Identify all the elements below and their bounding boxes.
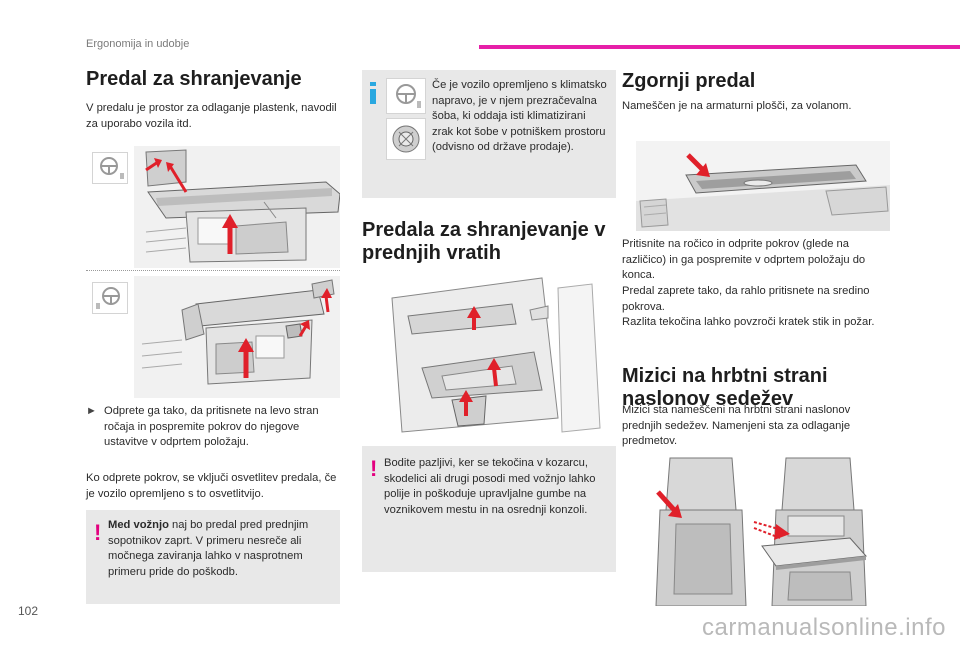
lhd-steering-badge [92,152,128,184]
warning-icon: ! [94,520,102,545]
warning-icon-2: ! [370,456,378,481]
air-vent-info-panel: Če je vozilo opremljeno s klimatsko napr… [362,70,616,198]
glovebox-open-illustration-1 [86,142,340,268]
upper-close-instructions: Predal zaprete tako, da rahlo pritisnete… [622,285,870,313]
rhd-steering-badge [92,282,128,314]
driving-warning-text: Med vožnjo naj bo predal pred prednjim s… [108,518,332,580]
door-pocket-illustration [362,268,616,434]
storage-compartment-title: Predal za shranjevanje [86,68,302,90]
driving-warning-bold: Med vožnjo [108,519,169,531]
page-number: 102 [18,604,39,618]
bullet-icon: ► [86,405,97,417]
driving-warning-rest: naj bo predal pred prednjim sopotnikov z… [108,519,309,578]
watermark: carmanualsonline.info [702,614,946,641]
figure-separator [86,270,340,271]
upper-compartment-illustration [636,141,890,231]
seatback-table-illustration [636,454,890,606]
seatback-tables-title: Mizici na hrbtni strani naslonov sedežev [622,365,828,410]
spill-short-circuit-note: Razlita tekočina lahko povzroči kratek s… [622,316,875,328]
spill-warning-text: Bodite pazljivi, ker se tekočina v kozar… [384,457,596,516]
upper-compartment-title: Zgornji predal [622,70,756,92]
seatback-tables-intro: Mizici sta nameščeni na hrbtni strani na… [622,404,851,447]
open-instructions: Odprete ga tako, da pritisnete na levo s… [104,405,319,448]
lighting-note: Ko odprete pokrov, se vključi osvetlitev… [86,472,337,500]
spill-warning-panel: ! Bodite pazljivi, ker se tekočina v koz… [362,446,616,572]
door-storage-title: Predala za shranjevanje v prednjih vrati… [362,219,606,264]
glovebox-open-illustration-2 [86,274,340,398]
air-vent-info-text: Če je vozilo opremljeno s klimatsko napr… [432,79,607,153]
section-title: Ergonomija in udobje [86,38,190,50]
upper-compartment-intro: Nameščen je na armaturni plošči, za vola… [622,100,852,112]
steering-wheel-icon [386,78,426,114]
info-icon [370,82,376,104]
air-vent-icon [386,118,426,160]
driving-warning-panel: ! Med vožnjo naj bo predal pred prednjim… [86,510,340,604]
storage-compartment-intro: V predalu je prostor za odlaganje plaste… [86,102,337,130]
section-accent-bar [479,45,960,49]
upper-open-instructions: Pritisnite na ročico in odprite pokrov (… [622,238,866,281]
